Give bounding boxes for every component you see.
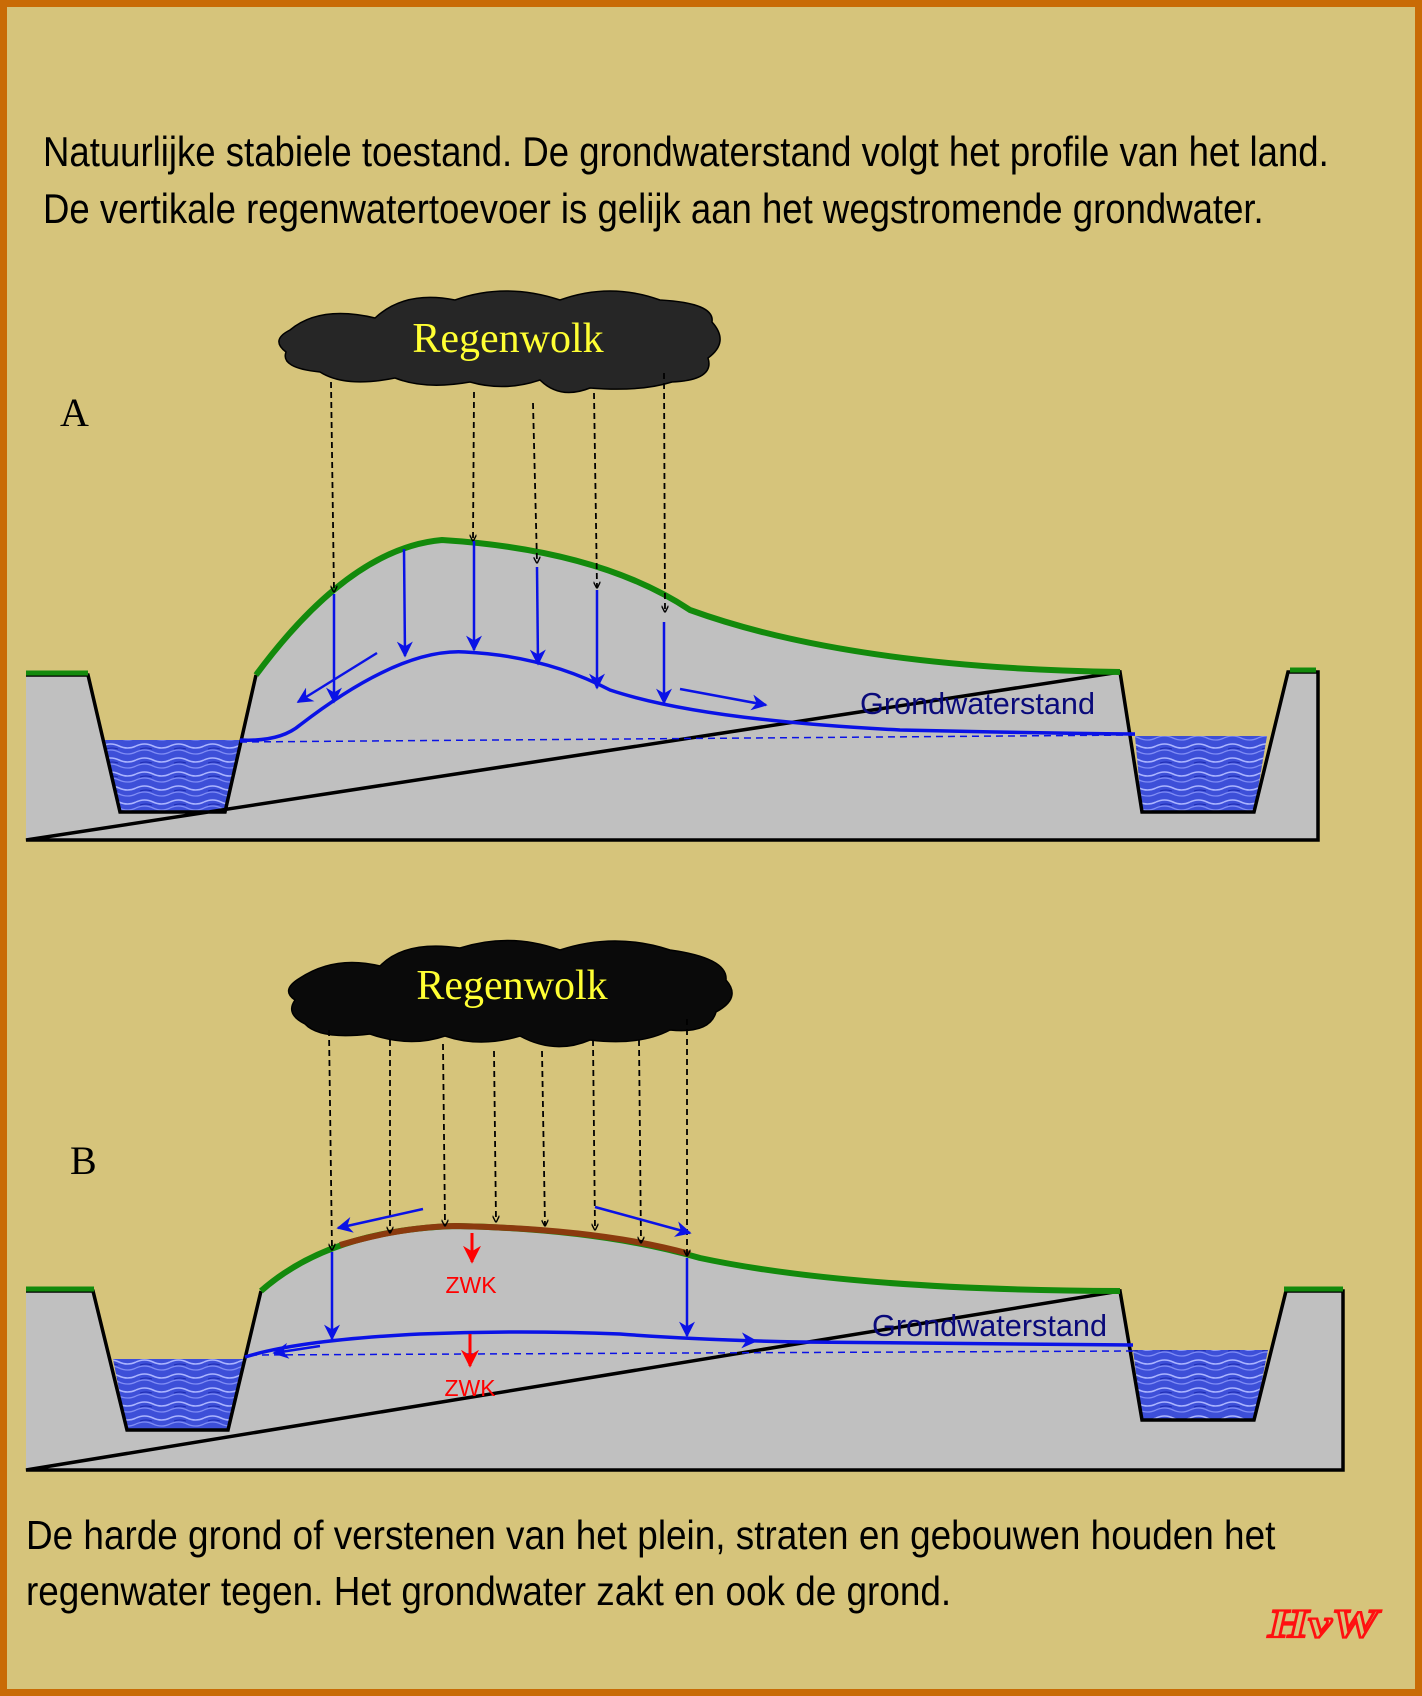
land-surface-a <box>253 536 1121 677</box>
rain-arrow <box>639 1039 641 1243</box>
rain-arrow <box>443 1043 445 1226</box>
runoff-arrow-right <box>594 1205 692 1237</box>
soil-body-a <box>26 540 1318 840</box>
panel-b <box>25 1222 1345 1472</box>
ditch-water-right-b <box>1133 1350 1268 1420</box>
subsidence-arrows-b <box>461 1233 481 1368</box>
flow-arrow-left <box>296 651 378 704</box>
soil-body-b <box>26 1226 1343 1470</box>
groundwater-label-b: Grondwaterstand <box>872 1308 1107 1343</box>
ditch-water-left-a <box>105 740 240 812</box>
rain-arrow <box>593 1039 595 1230</box>
cloud-label-a: Regenwolk <box>412 316 603 362</box>
rain-arrow <box>593 392 597 588</box>
rain-arrow <box>664 372 665 612</box>
flow-arrow-right <box>709 1332 758 1349</box>
flow-arrow-left <box>272 1342 321 1359</box>
outro-line-1: De harde grond of verstenen van het plei… <box>26 1512 1276 1558</box>
rain-arrows-a <box>330 372 665 612</box>
rain-cloud-b <box>287 939 733 1048</box>
rain-arrow <box>330 381 334 592</box>
outro-text: De harde grond of verstenen van het plei… <box>26 1507 1276 1619</box>
rain-arrows-b <box>328 1019 687 1256</box>
groundwater-table-b <box>244 1330 1134 1359</box>
rain-arrow <box>532 402 537 563</box>
intro-line-1: Natuurlijke stabiele toestand. De grondw… <box>43 128 1329 175</box>
subsidence-label-groundwater: ZWK <box>444 1375 496 1401</box>
rain-arrow <box>328 1029 332 1250</box>
ditch-water-left-b <box>113 1359 245 1430</box>
infiltration-arrow <box>529 566 546 666</box>
base-level-b <box>249 1350 1134 1356</box>
runoff-arrow-left <box>336 1207 424 1233</box>
rain-cloud-a <box>278 290 721 394</box>
infiltration-arrows-a <box>296 541 768 711</box>
rain-arrow <box>541 1050 545 1226</box>
base-level-a <box>239 734 1136 743</box>
ditch-water-right-a <box>1135 736 1267 812</box>
flow-arrow-right <box>679 687 768 711</box>
runoff-arrows-b <box>272 1205 758 1359</box>
infiltration-arrow <box>396 548 413 658</box>
panel-a <box>25 536 1320 842</box>
signature: HvW <box>1267 1601 1381 1646</box>
intro-line-2: De vertikale regenwatertoevoer is gelijk… <box>43 185 1264 232</box>
cloud-label-b: Regenwolk <box>416 963 607 1009</box>
subsidence-label-surface: ZWK <box>445 1272 497 1298</box>
panel-label-b: B <box>70 1138 97 1183</box>
rain-arrow <box>494 1050 496 1222</box>
intro-text: Natuurlijke stabiele toestand. De grondw… <box>43 123 1329 237</box>
groundwater-label-a: Grondwaterstand <box>860 686 1095 721</box>
rain-arrow <box>473 391 474 541</box>
panel-label-a: A <box>60 390 89 435</box>
outro-line-2: regenwater tegen. Het grondwater zakt en… <box>26 1568 952 1614</box>
